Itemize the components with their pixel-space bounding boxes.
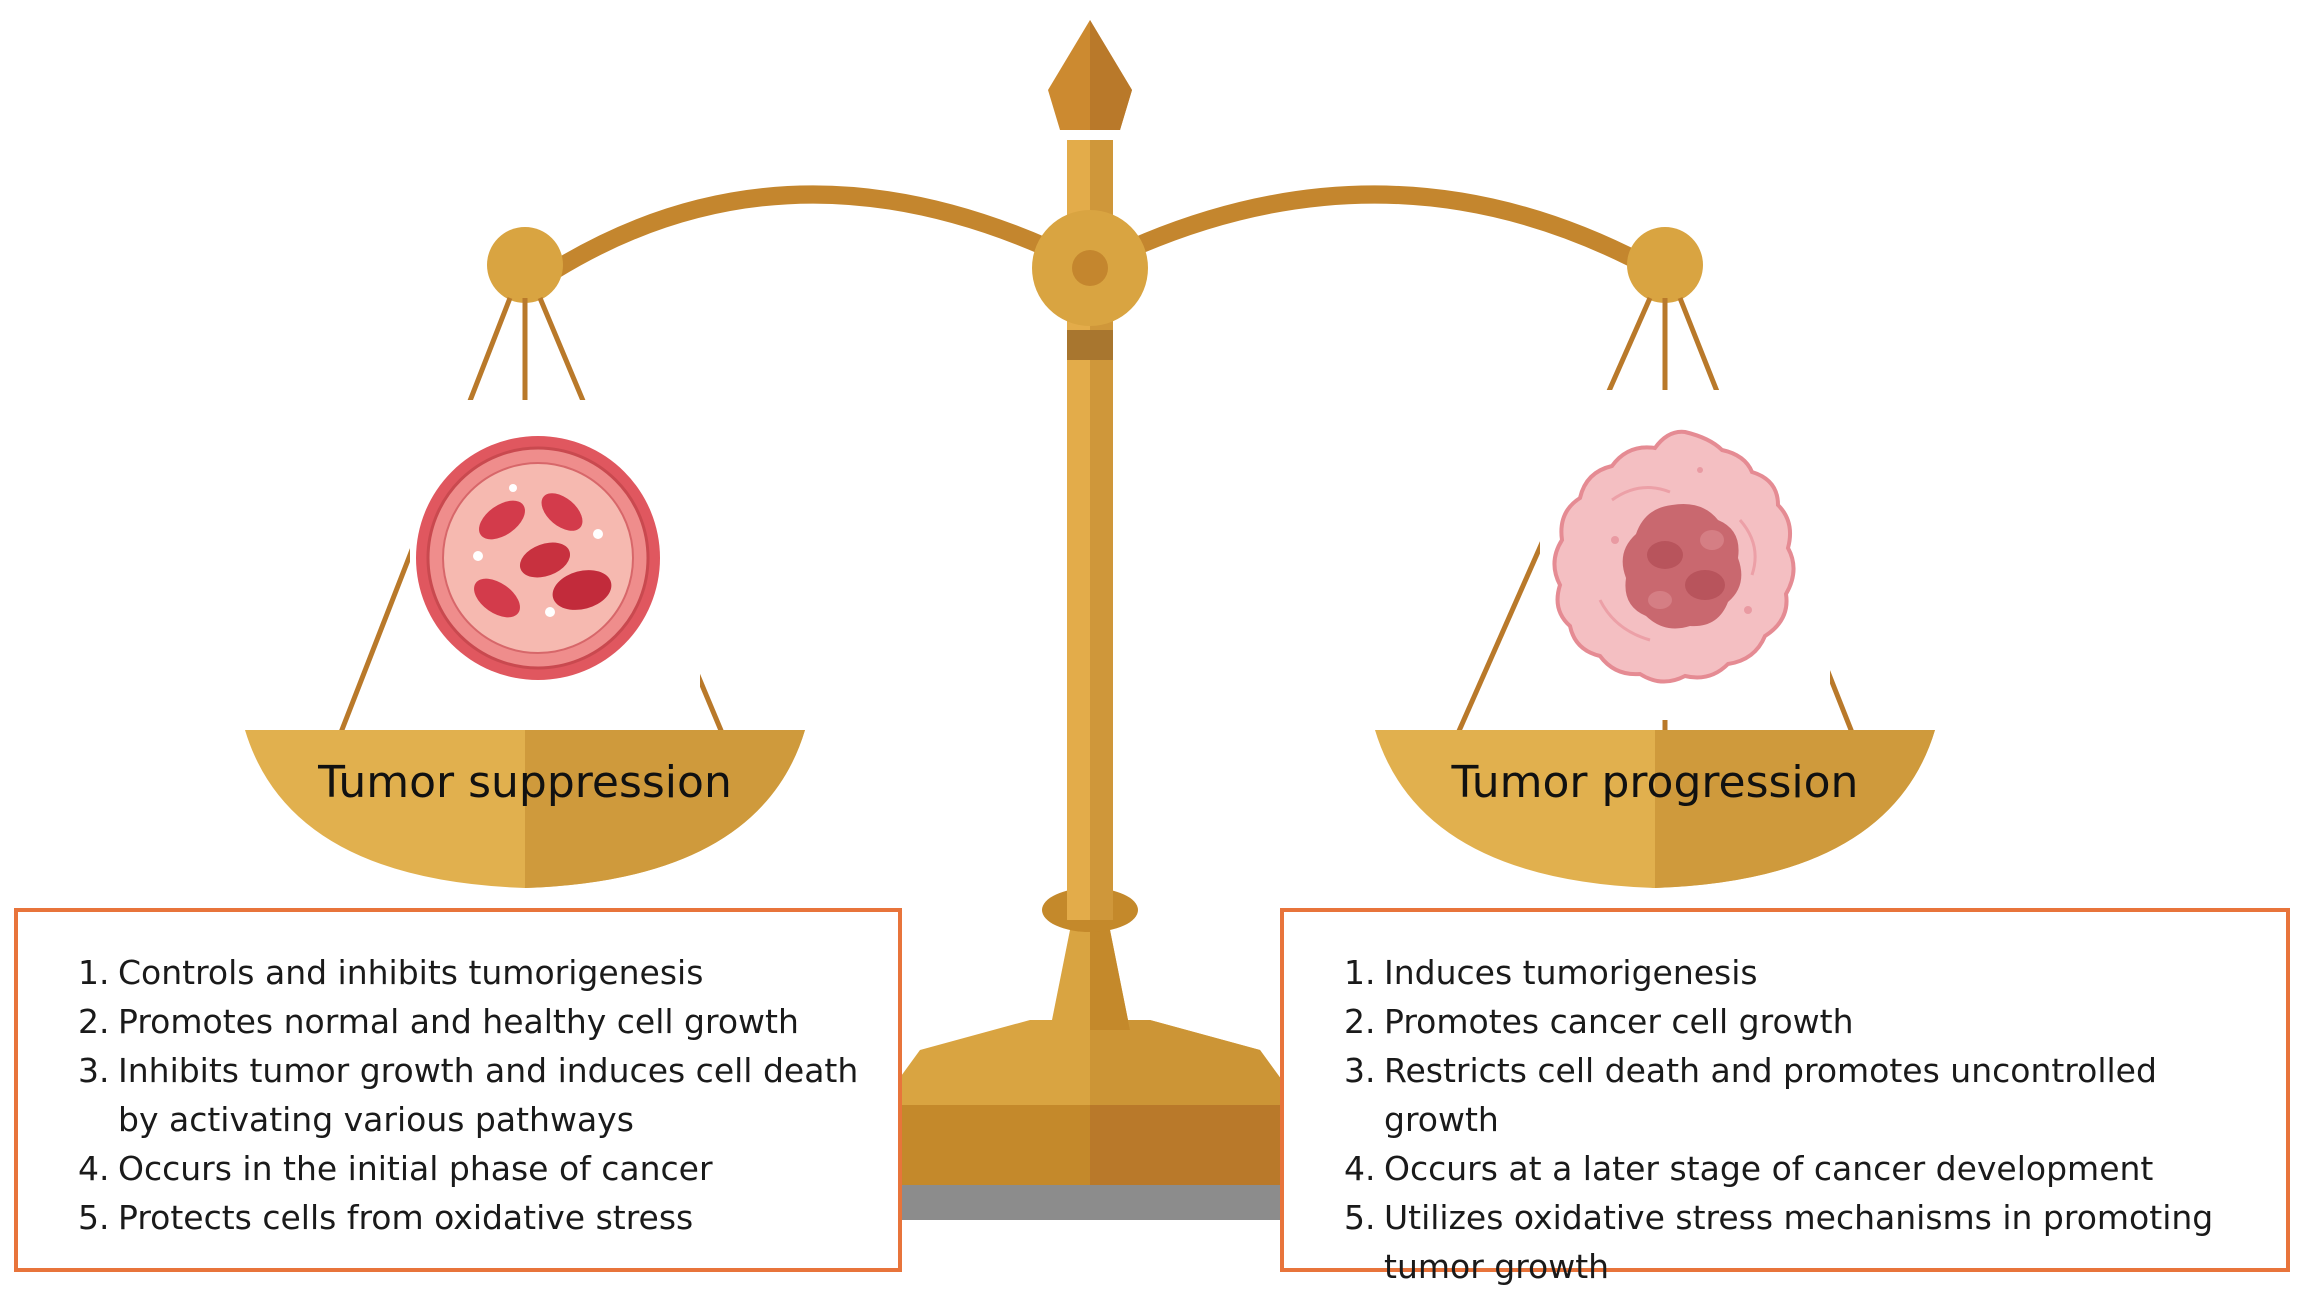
list-item: 5.Utilizes oxidative stress mechanisms i… bbox=[1344, 1193, 2266, 1291]
list-item-number: 4. bbox=[78, 1144, 118, 1193]
tumor-progression-box: 1.Induces tumorigenesis 2.Promotes cance… bbox=[1280, 908, 2290, 1272]
list-item-number: 2. bbox=[1344, 997, 1384, 1046]
list-item-text: Occurs in the initial phase of cancer bbox=[118, 1149, 713, 1188]
left-pan bbox=[245, 730, 805, 888]
list-item: 1.Controls and inhibits tumorigenesis bbox=[78, 948, 878, 997]
list-item-text: Controls and inhibits tumorigenesis bbox=[118, 953, 703, 992]
normal-cell-icon bbox=[416, 436, 660, 680]
list-item-number: 5. bbox=[1344, 1193, 1384, 1242]
list-item-number: 3. bbox=[78, 1046, 118, 1095]
list-item: 4.Occurs at a later stage of cancer deve… bbox=[1344, 1144, 2266, 1193]
list-item-text: Utilizes oxidative stress mechanisms in … bbox=[1384, 1198, 2213, 1286]
tumor-suppression-list: 1.Controls and inhibits tumorigenesis 2.… bbox=[78, 948, 878, 1242]
list-item: 1.Induces tumorigenesis bbox=[1344, 948, 2266, 997]
list-item-text: Occurs at a later stage of cancer develo… bbox=[1384, 1149, 2153, 1188]
list-item: 3.Inhibits tumor growth and induces cell… bbox=[78, 1046, 878, 1144]
list-item-number: 1. bbox=[1344, 948, 1384, 997]
list-item-number: 2. bbox=[78, 997, 118, 1046]
list-item: 5.Protects cells from oxidative stress bbox=[78, 1193, 878, 1242]
list-item: 2.Promotes normal and healthy cell growt… bbox=[78, 997, 878, 1046]
list-item-text: Restricts cell death and promotes uncont… bbox=[1384, 1051, 2157, 1139]
scale-base bbox=[880, 888, 1300, 1220]
list-item-number: 5. bbox=[78, 1193, 118, 1242]
tumor-suppression-label: Tumor suppression bbox=[300, 757, 750, 808]
list-item-number: 3. bbox=[1344, 1046, 1384, 1095]
tumor-progression-list: 1.Induces tumorigenesis 2.Promotes cance… bbox=[1344, 948, 2266, 1291]
tumor-progression-label: Tumor progression bbox=[1430, 757, 1880, 808]
list-item: 4.Occurs in the initial phase of cancer bbox=[78, 1144, 878, 1193]
tumor-suppression-box: 1.Controls and inhibits tumorigenesis 2.… bbox=[14, 908, 902, 1272]
list-item-text: Induces tumorigenesis bbox=[1384, 953, 1758, 992]
list-item-text: Protects cells from oxidative stress bbox=[118, 1198, 693, 1237]
list-item-text: Promotes normal and healthy cell growth bbox=[118, 1002, 799, 1041]
list-item-number: 4. bbox=[1344, 1144, 1384, 1193]
list-item-number: 1. bbox=[78, 948, 118, 997]
right-pan bbox=[1375, 730, 1935, 888]
list-item-text: Inhibits tumor growth and induces cell d… bbox=[118, 1051, 858, 1139]
list-item-text: Promotes cancer cell growth bbox=[1384, 1002, 1854, 1041]
list-item: 3.Restricts cell death and promotes unco… bbox=[1344, 1046, 2266, 1144]
list-item: 2.Promotes cancer cell growth bbox=[1344, 997, 2266, 1046]
